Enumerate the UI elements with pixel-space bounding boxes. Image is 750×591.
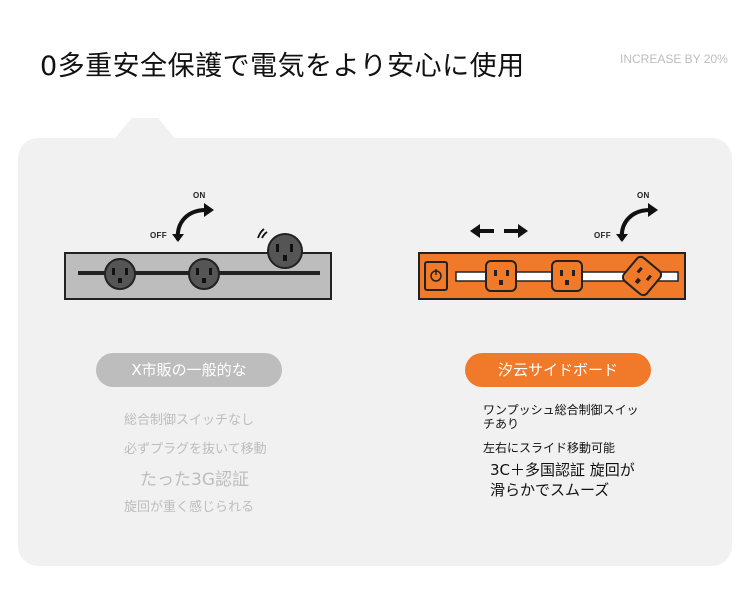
rotate-arrow-icon <box>616 203 658 242</box>
slide-left-right-icon <box>470 224 528 238</box>
rotating-socket-icon <box>267 233 303 269</box>
page-title: 0多重安全保護で電気をより安心に使用 <box>40 51 525 82</box>
left-feature: 総合制御スイッチなし <box>124 413 255 428</box>
motion-lines-icon <box>257 228 268 239</box>
right-feature: 左右にスライド移動可能 <box>483 441 616 455</box>
conventional-pill: X市販の一般的な <box>96 353 282 387</box>
left-feature: たった3G認証 <box>140 470 249 490</box>
right-feature: 3C＋多国認証 旋回が滑らかでスムーズ <box>490 461 635 499</box>
right-off-label: OFF <box>594 231 611 240</box>
rotate-arrow-icon <box>172 203 214 242</box>
socket-icon <box>485 260 517 292</box>
power-switch-icon <box>424 261 448 291</box>
increase-tag: INCREASE BY 20% <box>620 52 728 66</box>
right-feature: ワンプッシュ総合制御スイッチあり <box>483 403 639 431</box>
left-feature: 必ずプラグを抜いて移動 <box>124 442 267 457</box>
left-off-label: OFF <box>150 231 167 240</box>
left-on-label: ON <box>193 191 206 200</box>
left-feature: 旋回が重く感じられる <box>124 500 255 515</box>
socket-icon <box>104 258 136 290</box>
sideboard-pill: 汐云サイドボード <box>465 353 651 387</box>
rotated-socket-icon <box>621 255 663 297</box>
socket-icon <box>551 260 583 292</box>
comparison-panel <box>18 138 732 566</box>
sideboard-strip-illustration <box>418 252 686 300</box>
right-on-label: ON <box>637 191 650 200</box>
socket-icon <box>188 258 220 290</box>
